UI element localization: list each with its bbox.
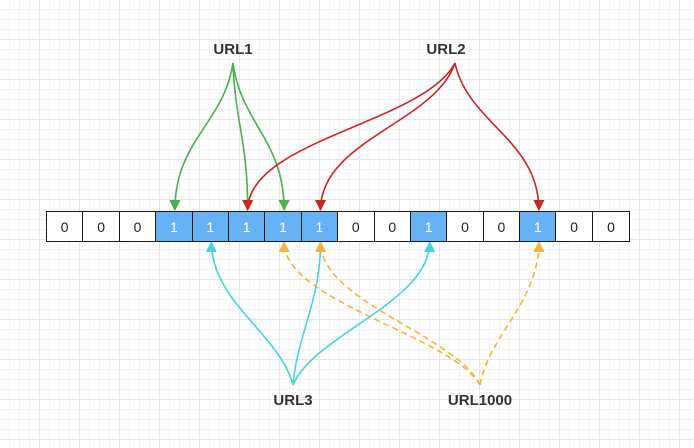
bit-cell: 0 — [447, 212, 484, 241]
bit-cell: 1 — [228, 212, 266, 241]
url2-label: URL2 — [426, 41, 466, 58]
url3-label: URL3 — [273, 392, 313, 409]
url1-arrow — [232, 62, 254, 212]
bit-cell: 0 — [338, 212, 375, 241]
bit-cell: 0 — [556, 212, 593, 241]
bit-cell: 1 — [265, 212, 302, 241]
bit-cell: 1 — [156, 212, 193, 241]
bit-cell: 1 — [520, 212, 557, 241]
url2-arrow — [242, 62, 456, 212]
url3-arrow — [292, 240, 436, 386]
url1-arrow — [232, 62, 290, 212]
bit-cell: 0 — [83, 212, 120, 241]
url1000-label: URL1000 — [447, 392, 513, 409]
bit-cell: 0 — [375, 212, 411, 241]
bit-cell: 1 — [301, 212, 339, 241]
bit-cell: 0 — [607, 218, 615, 235]
url2-arrow — [314, 62, 456, 212]
url3-arrow — [292, 240, 327, 386]
url1000-arrow — [278, 240, 481, 386]
bit-cell: 0 — [120, 212, 157, 241]
url1000-arrow — [314, 240, 481, 386]
bit-cell: 0 — [47, 212, 84, 241]
url1-label: URL1 — [213, 41, 253, 58]
bit-cell: 0 — [484, 212, 521, 241]
url1000-arrow — [479, 240, 545, 386]
url1-arrow — [169, 62, 234, 212]
bit-cell: 1 — [192, 212, 229, 241]
url2-arrow — [454, 62, 545, 212]
bit-cell: 1 — [410, 212, 448, 241]
url3-arrow — [205, 240, 294, 386]
